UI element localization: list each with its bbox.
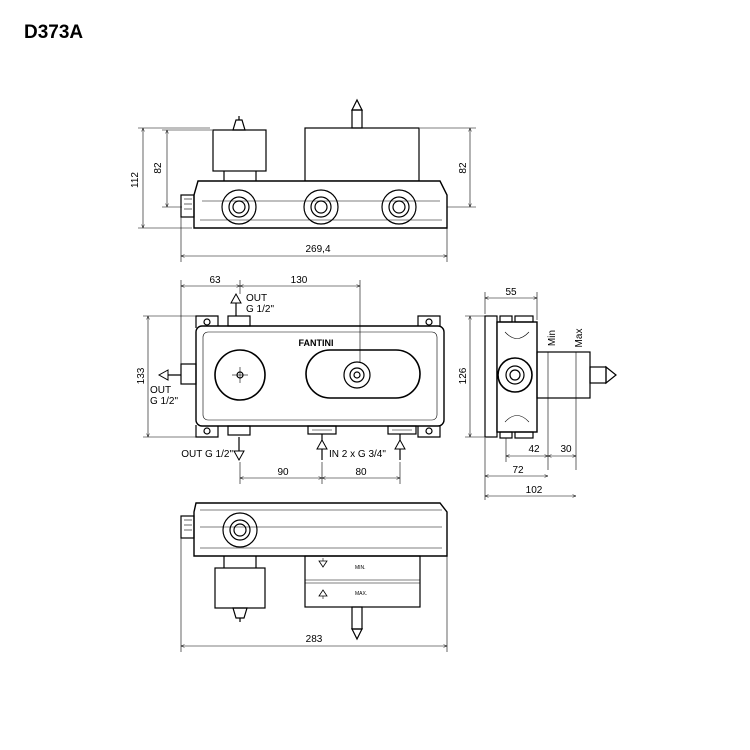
front-valve-plate (305, 349, 421, 399)
dim-top-82-right: 82 (458, 162, 469, 174)
cartridge-right (304, 127, 420, 182)
bottom-view: MIN. MAX. 283 (180, 502, 448, 652)
bottom-cartridge-right (304, 555, 421, 608)
dim-front-130: 130 (291, 275, 308, 286)
top-port-1 (221, 189, 257, 225)
brand-label: FANTINI (299, 338, 334, 348)
label-out-top-1: OUT (246, 293, 267, 304)
label-bottom-min: MIN. (355, 565, 366, 571)
side-body (496, 321, 538, 433)
dim-side-72: 72 (512, 465, 524, 476)
dim-top-112: 112 (130, 172, 141, 188)
dim-front-90: 90 (277, 467, 289, 478)
dim-front-63: 63 (209, 275, 221, 286)
label-out-top-2: G 1/2" (246, 304, 274, 315)
label-in-bottom: IN 2 x G 3/4" (329, 449, 386, 460)
label-side-min: Min (547, 330, 558, 346)
top-port-2 (303, 189, 339, 225)
label-out-left-1: OUT (150, 385, 171, 396)
label-out-bottom: OUT G 1/2" (181, 449, 233, 460)
top-port-3 (381, 189, 417, 225)
dim-front-133: 133 (136, 367, 147, 384)
side-cartridge (536, 351, 591, 399)
label-side-max: Max (574, 329, 585, 348)
bottom-cartridge-left (214, 567, 266, 609)
dim-top-width: 269,4 (305, 244, 330, 255)
dim-side-42: 42 (528, 444, 540, 455)
cartridge-left (212, 129, 267, 172)
dim-side-126: 126 (458, 367, 469, 384)
dim-side-102: 102 (526, 485, 543, 496)
front-view: FANTINI OUT G 1/2" OUT G 1/2" OUT G 1/2" (136, 275, 445, 484)
bottom-port (222, 512, 258, 548)
side-flange (484, 315, 498, 438)
dim-top-82-left: 82 (153, 162, 164, 174)
side-view: 55 126 Min Max 42 30 72 102 (458, 287, 617, 500)
drawing-title: D373A (24, 22, 84, 43)
label-bottom-max: MAX. (355, 591, 367, 597)
label-out-left-2: G 1/2" (150, 396, 178, 407)
side-port (497, 357, 533, 393)
dim-side-30: 30 (560, 444, 572, 455)
front-outlet-port (214, 349, 266, 401)
dim-side-55: 55 (505, 287, 517, 298)
dim-front-80: 80 (355, 467, 367, 478)
top-view: 112 82 82 269,4 (130, 98, 476, 262)
dim-bottom-283: 283 (306, 634, 323, 645)
